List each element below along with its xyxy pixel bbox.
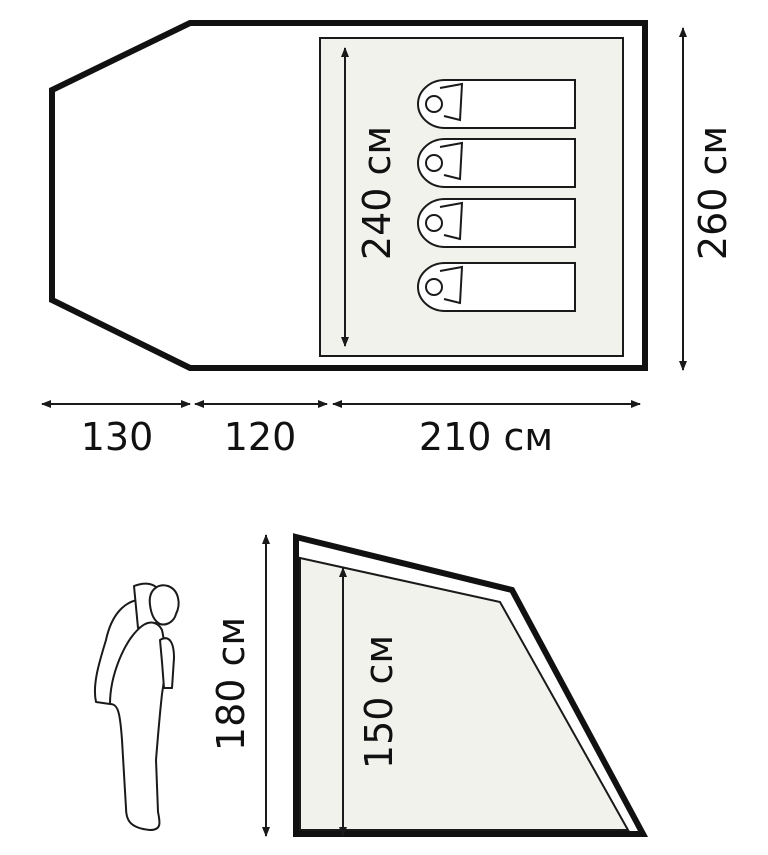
width-label-inner: 210 см [419, 415, 553, 459]
sleeping-bag-icon [416, 198, 576, 248]
profile-view: 180 см 150 см [93, 533, 649, 837]
sleeping-bag-icon [416, 138, 576, 188]
width-label-middle: 120 [224, 415, 297, 459]
sleeping-bags [416, 79, 576, 312]
hiker-with-backpack-icon [93, 582, 180, 831]
inner-height-label: 240 см [355, 126, 399, 260]
width-label-vestibule: 130 [81, 415, 154, 459]
plan-view: 240 см 260 см 130 120 210 см [41, 20, 735, 459]
inner-tent-profile [299, 556, 630, 831]
profile-outer-height-label: 180 см [209, 617, 253, 751]
sleeping-bag-icon [416, 262, 576, 312]
outer-height-label: 260 см [691, 126, 735, 260]
profile-inner-height-label: 150 см [357, 635, 401, 769]
sleeping-bag-icon [416, 79, 576, 129]
